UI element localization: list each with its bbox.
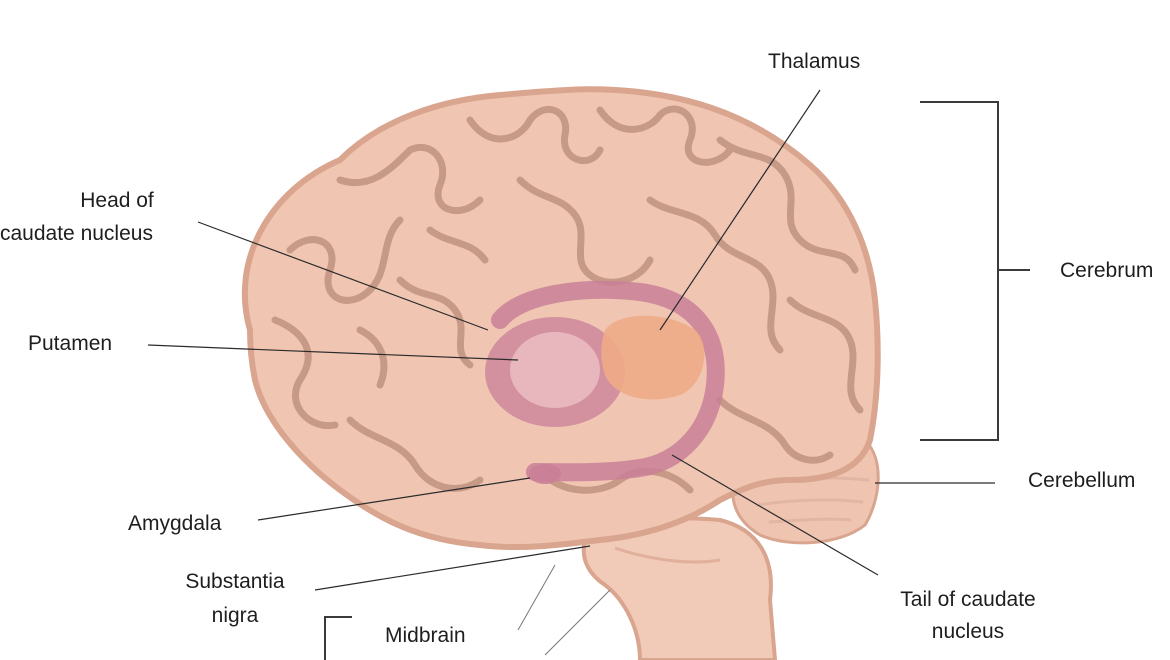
label-substantia-line1: Substantia: [165, 566, 305, 598]
thalamus-shape: [601, 316, 704, 400]
label-head-caudate-line1: Head of: [42, 185, 192, 217]
midbrain-pointer-2: [545, 590, 610, 655]
label-head-caudate-line2: caudate nucleus: [0, 218, 153, 250]
label-cerebellum: Cerebellum: [1028, 465, 1135, 497]
amygdala-shape: [529, 464, 561, 484]
label-amygdala: Amygdala: [128, 508, 221, 540]
label-putamen: Putamen: [28, 328, 112, 360]
label-substantia-line2: nigra: [165, 600, 305, 632]
label-cerebrum: Cerebrum: [1060, 255, 1153, 287]
midbrain-bracket: [325, 617, 352, 660]
label-tail-caudate-line2: nucleus: [878, 616, 1058, 648]
cerebrum-bracket: [920, 102, 1030, 440]
label-tail-caudate-line1: Tail of caudate: [878, 584, 1058, 616]
substantia-nigra-pointer: [315, 546, 590, 590]
label-thalamus: Thalamus: [768, 46, 860, 78]
midbrain-pointer-1: [518, 565, 555, 630]
putamen-inner: [510, 332, 600, 408]
label-midbrain: Midbrain: [385, 620, 466, 652]
